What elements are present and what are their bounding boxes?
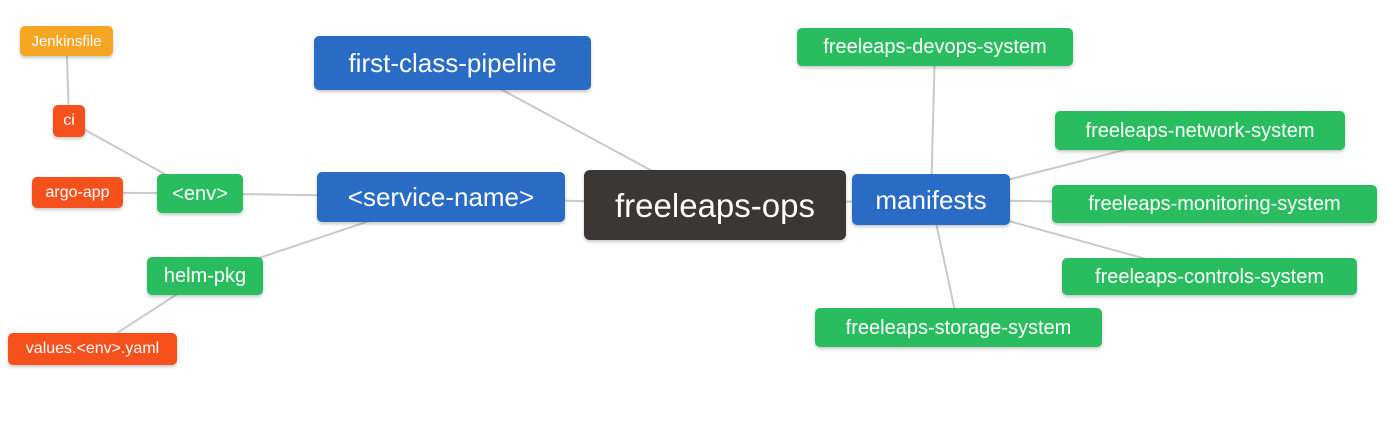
node-freeleaps-network-system[interactable]: freeleaps-network-system [1055,111,1345,150]
node-first-class-pipeline[interactable]: first-class-pipeline [314,36,591,90]
node-freeleaps-storage-system[interactable]: freeleaps-storage-system [815,308,1102,347]
node-freeleaps-monitoring-system[interactable]: freeleaps-monitoring-system [1052,185,1377,223]
node-freeleaps-controls-system[interactable]: freeleaps-controls-system [1062,258,1357,295]
node-env[interactable]: <env> [157,174,243,213]
node-jenkinsfile[interactable]: Jenkinsfile [20,26,113,56]
node-freeleaps-devops-system[interactable]: freeleaps-devops-system [797,28,1073,66]
node-helm-pkg[interactable]: helm-pkg [147,257,263,295]
node-values-env-yaml[interactable]: values.<env>.yaml [8,333,177,365]
node-ci[interactable]: ci [53,105,85,137]
node-manifests[interactable]: manifests [852,174,1010,225]
node-freeleaps-ops[interactable]: freeleaps-ops [584,170,846,240]
node-service-name[interactable]: <service-name> [317,172,565,222]
node-argo-app[interactable]: argo-app [32,177,123,208]
